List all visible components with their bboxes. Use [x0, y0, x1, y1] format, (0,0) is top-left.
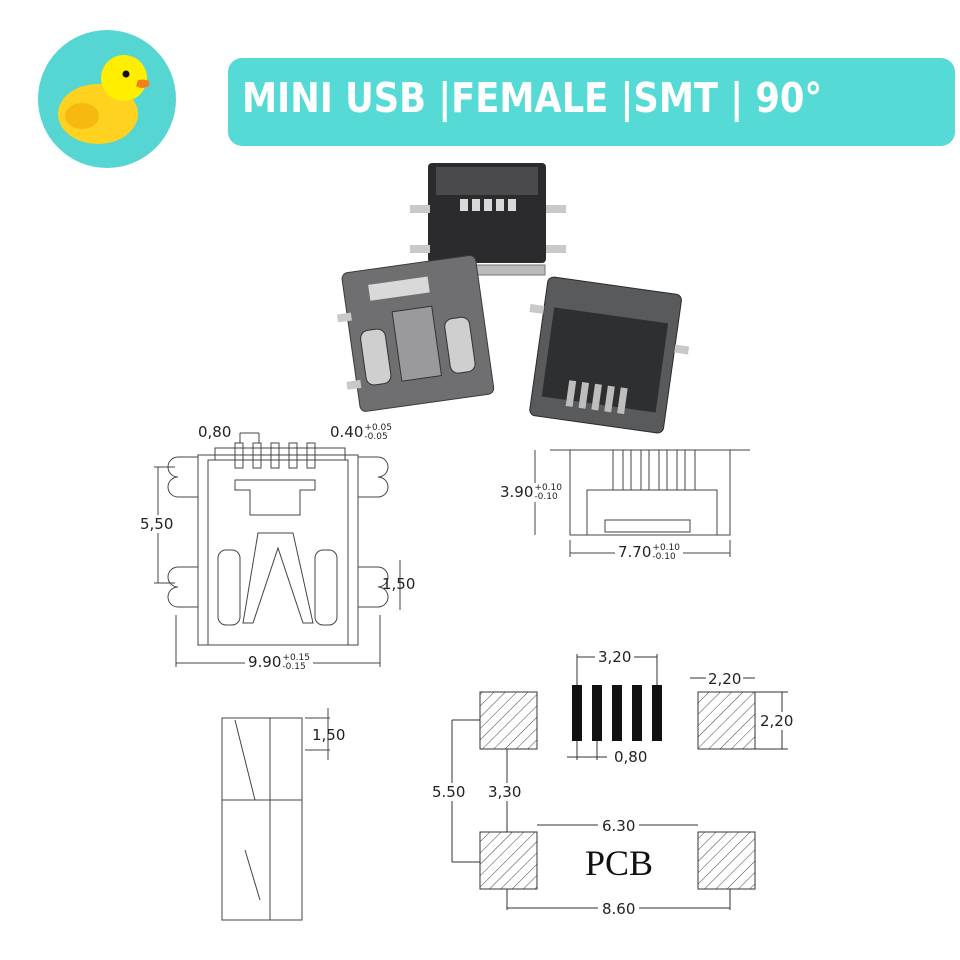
product-photo [310, 155, 690, 434]
pin-pitch-dimension: 0,80 [614, 748, 648, 766]
tab-width-dimension: 1,50 [382, 575, 416, 593]
pin-span-dimension: 3,20 [595, 648, 635, 666]
pad-gap-dimension: 3,30 [488, 783, 522, 801]
front-view-drawing: 3.90+0.10-0.10 7.70+0.10-0.10 [495, 435, 760, 570]
inner-gap-dimension: 6.30 [598, 817, 640, 835]
pin-width-dimension: 0.40+0.05-0.05 [330, 422, 392, 442]
title-banner: MINI USB |FEMALE |SMT | 90° [228, 58, 955, 146]
pitch-dimension: 0,80 [198, 423, 232, 441]
pcb-label: PCB [585, 843, 654, 883]
front-width-dimension: 7.70+0.10-0.10 [615, 543, 683, 562]
pad-width-dimension: 2,20 [706, 670, 744, 688]
pad-vertical-spacing-dimension: 5.50 [432, 783, 466, 801]
logo-badge [38, 30, 176, 168]
mount-spacing-dimension: 5,50 [140, 515, 174, 533]
pad-height-dimension: 2,20 [760, 712, 794, 730]
top-view-drawing: 0,80 0.40+0.05-0.05 5,50 1,50 9.90+0.15-… [140, 415, 415, 685]
side-tab-dimension: 1,50 [312, 726, 346, 744]
pcb-footprint-drawing: 3,20 0,80 2,20 2,20 5.50 3,30 6.30 PCB 8… [410, 640, 810, 930]
outer-span-dimension: 8.60 [598, 900, 640, 918]
page-title: MINI USB |FEMALE |SMT | 90° [242, 74, 823, 122]
front-height-dimension: 3.90+0.10-0.10 [500, 482, 562, 502]
rubber-duck-icon [58, 55, 150, 144]
body-width-dimension: 9.90+0.15-0.15 [245, 653, 313, 672]
side-view-drawing: 1,50 [200, 700, 360, 930]
